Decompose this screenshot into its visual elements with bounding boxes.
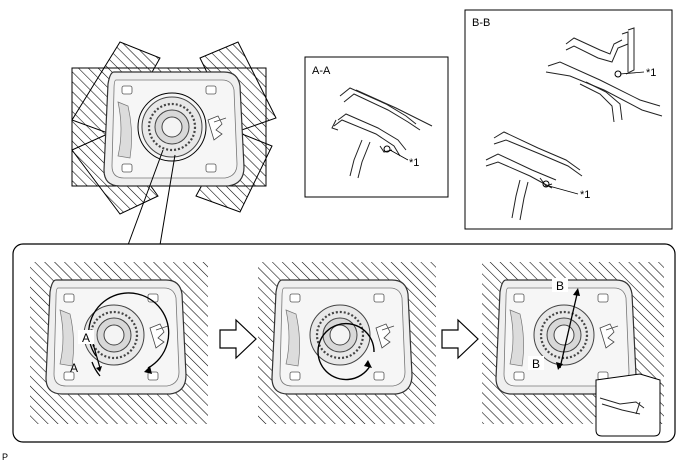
- section-a-a-title: A-A: [312, 65, 331, 77]
- callout-b-lower: *1: [580, 189, 590, 201]
- section-a-a-view: A-A *1: [304, 56, 449, 198]
- footer-code: P: [2, 452, 8, 462]
- step-1-illustration: A A: [30, 262, 208, 424]
- callout-b-upper: *1: [646, 67, 656, 79]
- marker-a-upper: A: [82, 331, 90, 345]
- marker-b-upper: B: [556, 279, 564, 293]
- step-3-illustration: B B: [482, 262, 664, 437]
- marker-a-lower: A: [70, 361, 78, 375]
- callout-a: *1: [409, 157, 419, 169]
- section-b-b-view: B-B *1 *1: [464, 9, 673, 230]
- next-step-arrow-icon: [219, 318, 257, 360]
- step-2-illustration: [258, 262, 436, 424]
- overview-illustration: [71, 41, 277, 246]
- section-b-b-title: B-B: [472, 17, 490, 29]
- next-step-arrow-icon-2: [441, 318, 479, 360]
- marker-b-lower: B: [532, 357, 540, 371]
